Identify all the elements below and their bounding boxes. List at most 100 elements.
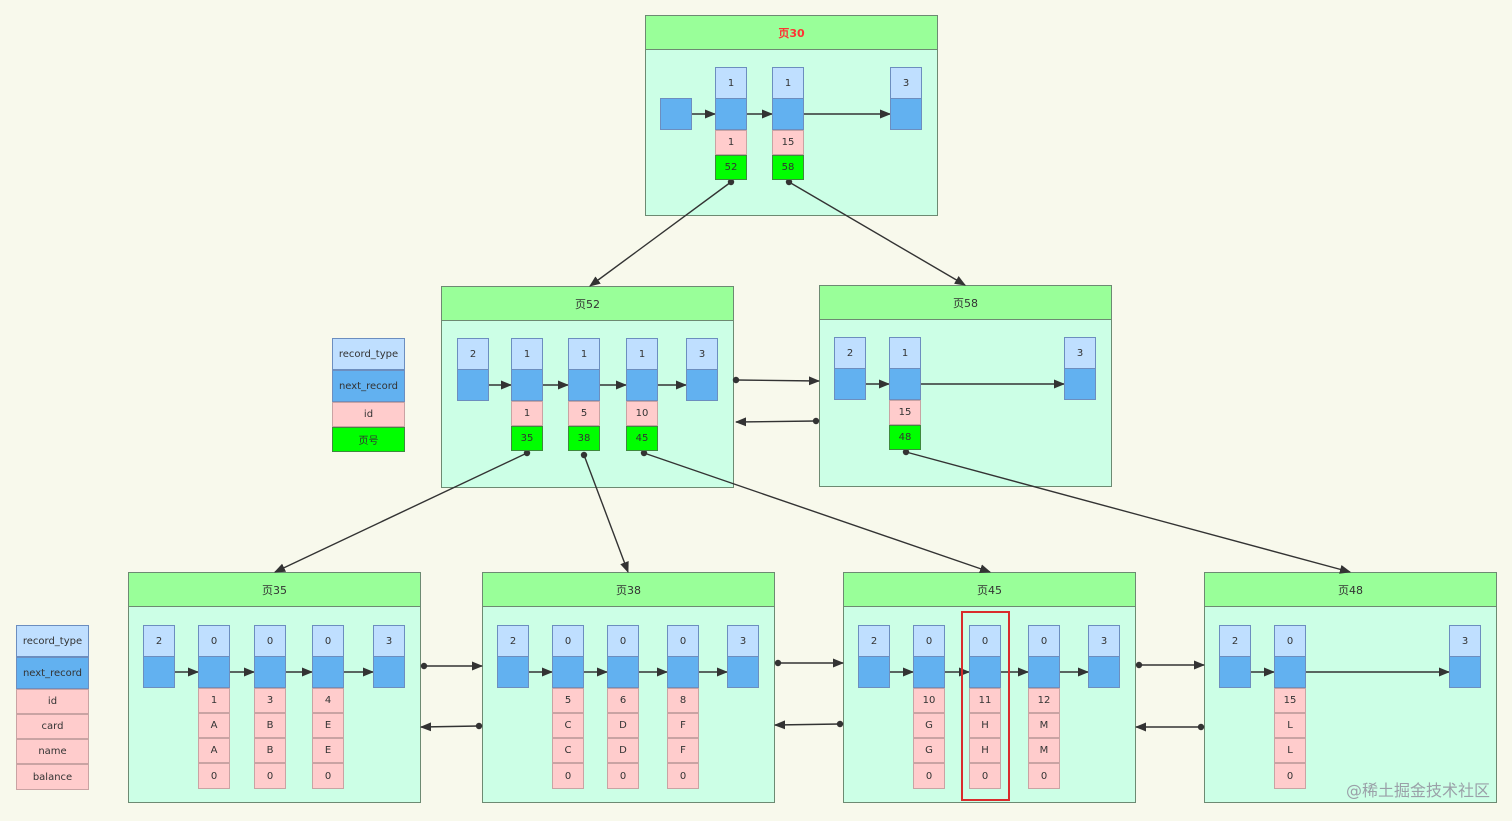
highlight-box [961, 611, 1010, 801]
legend-name: name [16, 739, 89, 764]
page-title: 页58 [820, 286, 1111, 320]
record-next-cell [1028, 656, 1060, 688]
page-title: 页38 [483, 573, 774, 607]
record-page-no-cell: 35 [511, 426, 543, 451]
record-card-cell: D [607, 713, 639, 738]
legend-next-record: next_record [332, 370, 405, 402]
record-id-cell: 11 [969, 688, 1001, 713]
sibling-dot [774, 659, 782, 667]
page-title: 页52 [442, 287, 733, 321]
sibling-dot [1135, 661, 1143, 669]
supremum-type-cell: 3 [373, 625, 405, 657]
record-card-cell: C [552, 713, 584, 738]
legend-record-type: record_type [16, 625, 89, 657]
record-next-cell [198, 656, 230, 688]
record-id-cell: 10 [626, 401, 658, 426]
record-card-cell: H [969, 713, 1001, 738]
record-card-cell: G [913, 713, 945, 738]
supremum-next-cell [1088, 656, 1120, 688]
sibling-dot [420, 662, 428, 670]
sibling-arrow [773, 720, 841, 730]
record-type-cell: 1 [511, 338, 543, 370]
record-next-cell [552, 656, 584, 688]
legend-page-no: 页号 [332, 427, 405, 452]
supremum-next-cell [727, 656, 759, 688]
record-next-cell [772, 98, 804, 130]
record-id-cell: 15 [889, 400, 921, 425]
record-type-cell: 0 [198, 625, 230, 657]
record-type-cell: 0 [969, 625, 1001, 657]
record-id-cell: 5 [568, 401, 600, 426]
record-page-no-cell: 52 [715, 155, 747, 180]
record-balance-cell: 0 [913, 763, 945, 789]
record-id-cell: 12 [1028, 688, 1060, 713]
record-type-cell: 0 [552, 625, 584, 657]
page-title: 页35 [129, 573, 420, 607]
record-next-cell [312, 656, 344, 688]
record-id-cell: 8 [667, 688, 699, 713]
record-name-cell: B [254, 738, 286, 763]
record-next-cell [626, 369, 658, 401]
sibling-arrow [419, 722, 480, 732]
record-balance-cell: 0 [312, 763, 344, 789]
record-type-cell: 0 [667, 625, 699, 657]
record-balance-cell: 0 [552, 763, 584, 789]
record-name-cell: A [198, 738, 230, 763]
record-id-cell: 1 [511, 401, 543, 426]
record-card-cell: B [254, 713, 286, 738]
record-card-cell: F [667, 713, 699, 738]
record-card-cell: M [1028, 713, 1060, 738]
record-name-cell: D [607, 738, 639, 763]
record-page-no-cell: 45 [626, 426, 658, 451]
record-name-cell: L [1274, 738, 1306, 763]
record-next-cell [889, 368, 921, 400]
infimum-type-cell: 2 [497, 625, 529, 657]
record-balance-cell: 0 [1274, 763, 1306, 789]
infimum-next-cell [497, 656, 529, 688]
legend-balance: balance [16, 764, 89, 790]
page-title: 页45 [844, 573, 1135, 607]
record-type-cell: 1 [715, 67, 747, 99]
page-title: 页48 [1205, 573, 1496, 607]
record-type-cell: 1 [568, 338, 600, 370]
supremum-type-cell: 3 [1064, 337, 1096, 369]
record-card-cell: L [1274, 713, 1306, 738]
legend-id: id [332, 402, 405, 427]
record-type-cell: 0 [1028, 625, 1060, 657]
record-card-cell: A [198, 713, 230, 738]
record-id-cell: 6 [607, 688, 639, 713]
record-type-cell: 1 [889, 337, 921, 369]
infimum-type-cell: 2 [457, 338, 489, 370]
record-name-cell: G [913, 738, 945, 763]
record-balance-cell: 0 [254, 763, 286, 789]
record-name-cell: E [312, 738, 344, 763]
infimum-type-cell: 2 [1219, 625, 1251, 657]
record-next-cell [511, 369, 543, 401]
sibling-arrow [735, 376, 821, 386]
infimum-next-cell [858, 656, 890, 688]
record-id-cell: 1 [198, 688, 230, 713]
record-type-cell: 1 [772, 67, 804, 99]
infimum-next-cell [1219, 656, 1251, 688]
supremum-next-cell [1449, 656, 1481, 688]
record-card-cell: E [312, 713, 344, 738]
record-type-cell: 0 [254, 625, 286, 657]
record-balance-cell: 0 [1028, 763, 1060, 789]
record-name-cell: F [667, 738, 699, 763]
legend-id: id [16, 689, 89, 714]
record-balance-cell: 0 [969, 763, 1001, 789]
record-next-cell [913, 656, 945, 688]
page-title: 页30 [646, 16, 937, 50]
record-id-cell: 4 [312, 688, 344, 713]
record-type-cell: 0 [913, 625, 945, 657]
record-name-cell: H [969, 738, 1001, 763]
record-next-cell [607, 656, 639, 688]
record-next-cell [1274, 656, 1306, 688]
legend-record-type: record_type [332, 338, 405, 370]
record-id-cell: 10 [913, 688, 945, 713]
record-name-cell: M [1028, 738, 1060, 763]
record-next-cell [568, 369, 600, 401]
supremum-next-cell [890, 98, 922, 130]
record-page-no-cell: 58 [772, 155, 804, 180]
record-type-cell: 0 [1274, 625, 1306, 657]
